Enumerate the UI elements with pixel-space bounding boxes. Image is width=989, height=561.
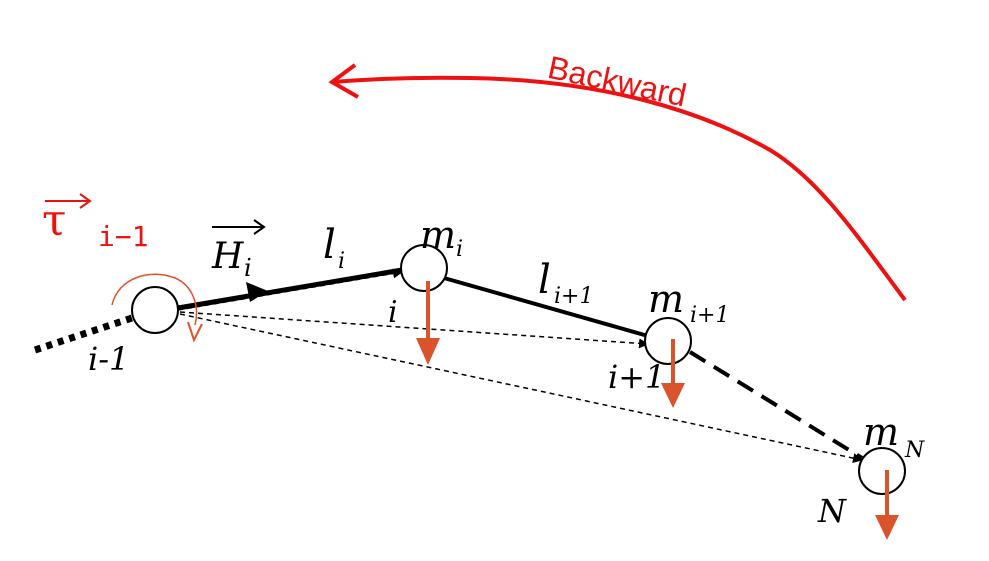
link-to-N-dashed (688, 350, 864, 460)
weight-arrow-icon-i-plus-1 (661, 339, 685, 408)
tau-symbol: τ (42, 195, 66, 246)
weight-arrow-icon-N (875, 470, 899, 540)
incoming-link-dotted (33, 313, 137, 354)
l-i-plus-1-symbol: l (538, 257, 551, 303)
node-label-i-plus-1: i+1 (608, 358, 665, 396)
dashed-vector-to-N (179, 313, 863, 464)
tau-label: τ i−1 (42, 193, 149, 253)
H-symbol: H (211, 236, 244, 277)
node-label-i: i (388, 295, 398, 330)
link-l-i-plus-1 (443, 276, 649, 338)
weight-arrow-icon-i (416, 281, 440, 365)
m-i-symbol: m (420, 213, 456, 257)
node-label-i-minus-1: i-1 (88, 340, 129, 378)
node-N (858, 447, 906, 495)
node-i (400, 244, 448, 292)
m-i-plus-1-subscript: i+1 (690, 303, 729, 328)
backward-curved-arrow-icon (328, 63, 907, 302)
torque-arrow-icon (111, 273, 203, 343)
l-i-plus-1-subscript: i+1 (554, 284, 593, 309)
node-i-minus-1 (131, 286, 179, 334)
m-N-subscript: N (904, 438, 925, 463)
link-l-i (177, 267, 403, 311)
backward-label: Backward (545, 49, 690, 113)
tau-subscript: i−1 (98, 220, 149, 253)
node-label-N: N (817, 492, 847, 530)
H-vector-label: H i (211, 219, 266, 282)
l-i-symbol: l (323, 222, 336, 268)
H-subscript: i (244, 254, 252, 282)
m-i-subscript: i (456, 237, 463, 262)
node-i-plus-1 (644, 317, 692, 365)
dashed-vector-to-i-plus-1 (179, 311, 649, 349)
m-N-symbol: m (863, 410, 899, 454)
dashed-vector-to-i (177, 268, 403, 311)
vector-H-arrow-icon (246, 282, 268, 302)
m-i-plus-1-symbol: m (648, 277, 684, 321)
l-i-subscript: i (338, 249, 345, 274)
